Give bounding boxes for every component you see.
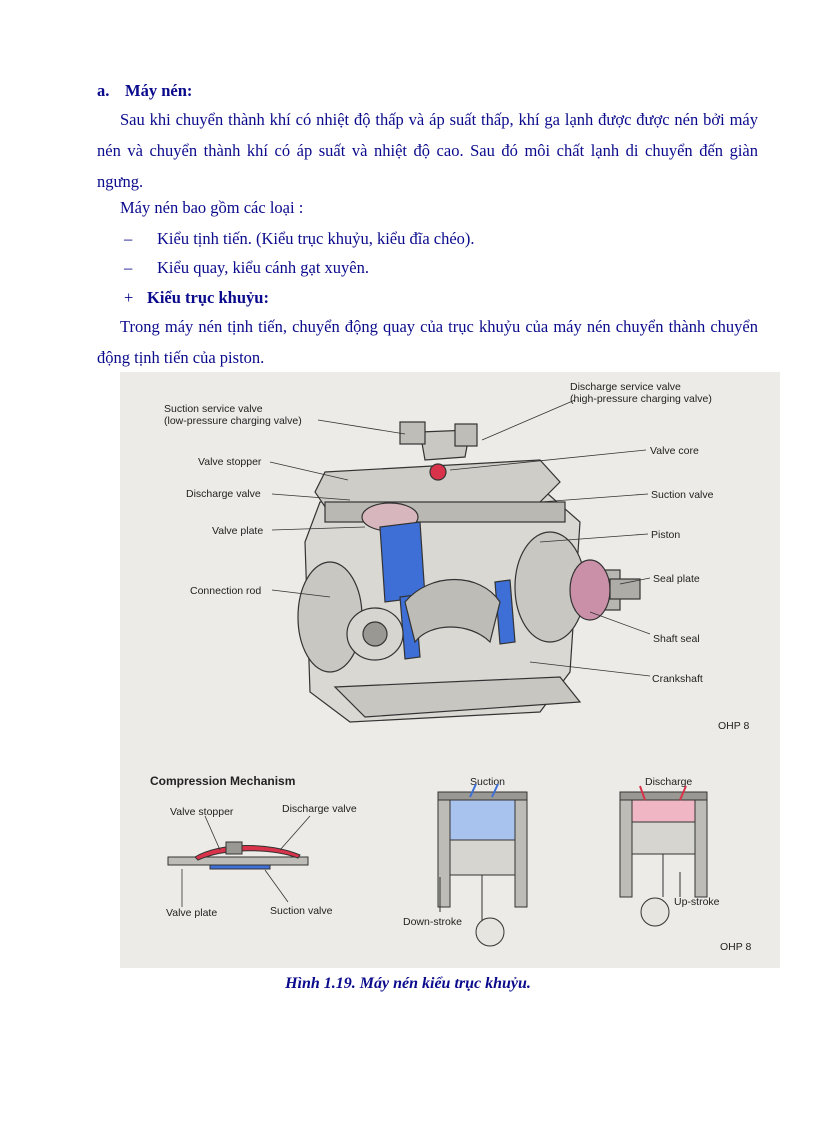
suction-cylinder-drawing (437, 783, 528, 947)
mech-label-valve-plate: Valve plate (166, 907, 217, 919)
paragraph-intro: Sau khi chuyển thành khí có nhiệt độ thấ… (97, 104, 758, 197)
compressor-body (297, 421, 641, 723)
bullet-item-1: – Kiểu tịnh tiến. (Kiểu trục khuỷu, kiểu … (124, 229, 475, 249)
section-title: Máy nén: (125, 81, 193, 100)
bullet-item-2: – Kiểu quay, kiểu cánh gạt xuyên. (124, 258, 369, 278)
valve-mechanism-drawing (167, 841, 309, 870)
label-shaft-seal: Shaft seal (653, 633, 700, 645)
label-valve-stopper: Valve stopper (198, 456, 262, 468)
mechanism-title: Compression Mechanism (150, 774, 295, 788)
section-letter: a. (97, 81, 110, 100)
paragraph-types: Máy nén bao gồm các loại : (120, 198, 304, 217)
suction-title: Suction (470, 776, 505, 788)
mech-label-discharge-valve: Discharge valve (282, 803, 357, 815)
leader-lines (269, 399, 651, 677)
label-ohp-top: OHP 8 (718, 720, 749, 732)
mechanism-leaders (181, 815, 311, 907)
compressor-illustration: Suction service valve (low-pressure char… (150, 381, 751, 953)
label-ohp-bottom: OHP 8 (720, 941, 751, 953)
label-discharge-service-valve: Discharge service valve (570, 381, 681, 393)
compressor-figure: Suction service valve (low-pressure char… (120, 372, 780, 968)
section-heading: a. Máy nén: (97, 81, 192, 101)
paragraph-reciprocating-text: Trong máy nén tịnh tiến, chuyển động qua… (97, 317, 758, 367)
label-valve-plate: Valve plate (212, 525, 263, 537)
label-down-stroke: Down-stroke (403, 916, 462, 928)
bullet-mark: – (124, 229, 133, 248)
figure-caption: Hình 1.19. Máy nén kiểu trục khuỷu. (285, 975, 531, 992)
label-suction-valve: Suction valve (651, 489, 714, 501)
mech-label-suction-valve: Suction valve (270, 905, 333, 917)
bullet-text: Kiểu quay, kiểu cánh gạt xuyên. (157, 258, 369, 277)
label-seal-plate: Seal plate (653, 573, 700, 585)
label-connection-rod: Connection rod (190, 585, 261, 597)
label-piston: Piston (651, 529, 680, 541)
paragraph-reciprocating: Trong máy nén tịnh tiến, chuyển động qua… (97, 311, 758, 373)
paragraph-intro-text: Sau khi chuyển thành khí có nhiệt độ thấ… (97, 110, 758, 191)
subsection-heading: + Kiểu trục khuỷu: (124, 288, 269, 308)
mech-label-valve-stopper: Valve stopper (170, 806, 234, 818)
label-crankshaft: Crankshaft (652, 673, 703, 685)
label-valve-core: Valve core (650, 445, 699, 457)
subsection-mark: + (124, 288, 134, 307)
discharge-title: Discharge (645, 776, 692, 788)
bullet-mark: – (124, 258, 133, 277)
discharge-cylinder-drawing (619, 785, 708, 927)
label-low-pressure-charging: (low-pressure charging valve) (164, 415, 302, 427)
label-up-stroke: Up-stroke (674, 896, 720, 908)
subsection-title: Kiểu trục khuỷu: (147, 288, 269, 307)
label-discharge-valve: Discharge valve (186, 488, 261, 500)
label-high-pressure-charging: (high-pressure charging valve) (570, 393, 712, 405)
label-suction-service-valve: Suction service valve (164, 403, 263, 415)
bullet-text: Kiểu tịnh tiến. (Kiểu trục khuỷu, kiểu đ… (157, 229, 475, 248)
